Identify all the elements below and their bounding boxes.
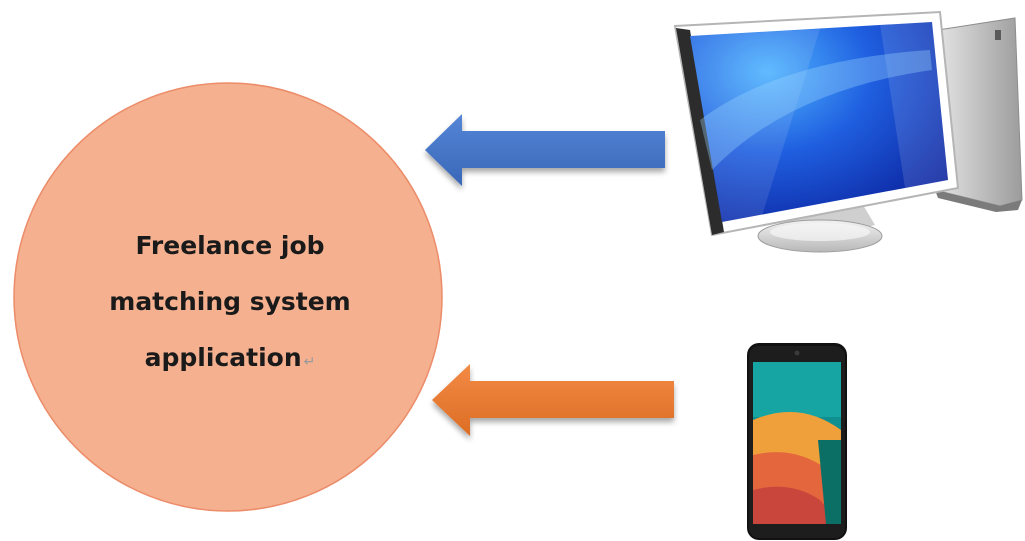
phone-to-app-arrow bbox=[432, 364, 674, 436]
app-node-label: Freelance job matching system applicatio… bbox=[60, 218, 400, 390]
pc-tower bbox=[934, 17, 1023, 212]
desktop-computer-icon bbox=[673, 10, 1023, 253]
app-node bbox=[13, 82, 443, 512]
app-node-label-line-2: matching system bbox=[109, 287, 351, 316]
monitor-screen bbox=[690, 22, 948, 222]
app-node-label-line-1: Freelance job bbox=[135, 231, 325, 260]
blue-arrow-icon bbox=[425, 114, 665, 186]
app-node-label-line-3-wrap: application↵ bbox=[60, 330, 400, 390]
paragraph-mark: ↵ bbox=[303, 354, 316, 370]
app-node-label-line-3: application bbox=[144, 343, 302, 372]
desktop-to-app-arrow bbox=[425, 114, 665, 186]
orange-arrow-icon bbox=[432, 364, 674, 436]
smartphone-icon bbox=[747, 343, 847, 540]
phone-screen bbox=[753, 362, 841, 524]
app-node-circle bbox=[13, 82, 443, 512]
